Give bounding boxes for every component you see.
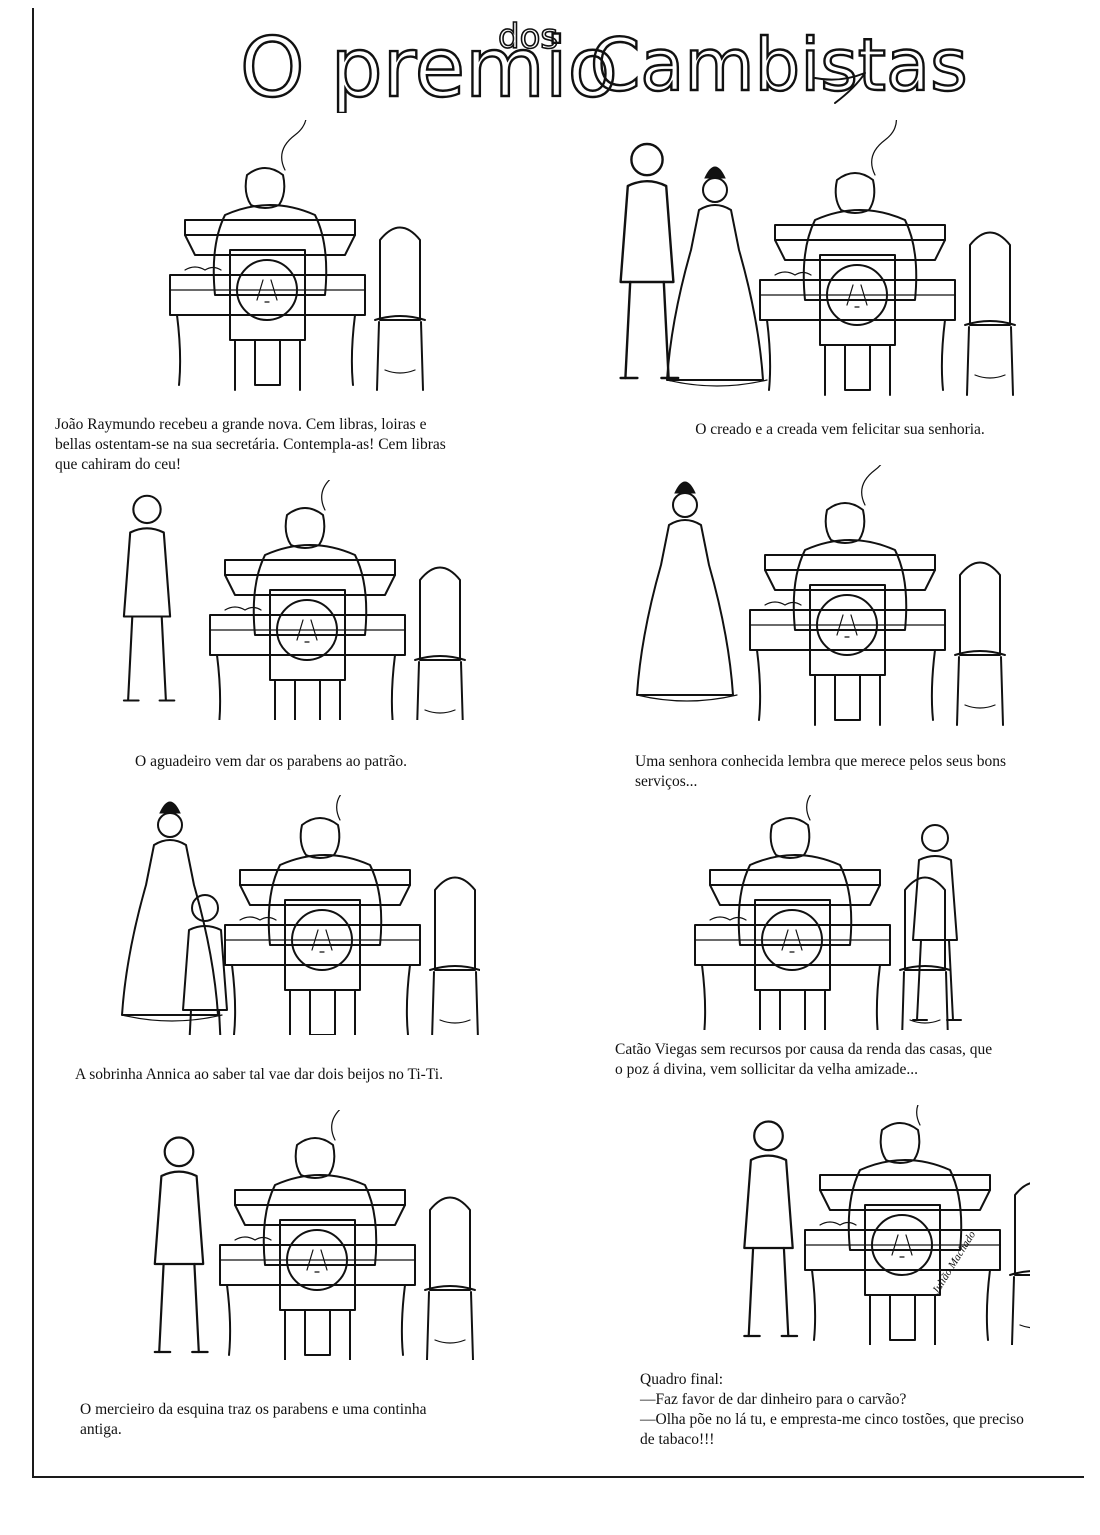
panel-3-caption: O aguadeiro vem dar os parabens ao patrã… [135, 752, 555, 772]
title-part3: Cambistas [590, 23, 968, 107]
panel-4-caption-line: serviços... [635, 773, 698, 790]
panel-6-illustration [694, 795, 962, 1030]
panel-4-caption: Uma senhora conhecida lembra que merece … [635, 752, 1075, 792]
panel-2-caption-line: O creado e a creada vem felicitar sua se… [695, 421, 985, 438]
panel-8-caption-line: —Faz favor de dar dinheiro para o carvão… [640, 1391, 907, 1408]
panel-4-caption-line: Uma senhora conhecida lembra que merece … [635, 753, 1007, 770]
panel-8-caption-line: Quadro final: [640, 1371, 724, 1388]
panel-3 [105, 480, 485, 720]
panel-5 [120, 795, 480, 1035]
page-frame [32, 8, 1084, 1478]
panel-3-illustration [122, 480, 466, 720]
page-title: O premio dos Cambistas [0, 8, 1100, 117]
panel-7-caption-line: O mercieiro da esquina traz os parabens … [80, 1401, 427, 1418]
panel-5-caption: A sobrinha Annica ao saber tal vae dar d… [75, 1065, 555, 1085]
panel-1-caption-line: João Raymundo recebeu a grande nova. Cem… [55, 416, 427, 433]
panel-8-caption-line: de tabaco!!! [640, 1431, 715, 1448]
panel-1 [135, 120, 435, 395]
panel-5-caption-line: A sobrinha Annica ao saber tal vae dar d… [75, 1066, 443, 1083]
panel-2-caption: O creado e a creada vem felicitar sua se… [600, 420, 1080, 440]
panel-1-caption-line: que cahiram do ceu! [55, 456, 182, 473]
panel-2-illustration [619, 120, 1016, 396]
panel-1-caption-line: bellas ostentam-se na sua secretária. Co… [55, 436, 446, 453]
panel-8 [730, 1105, 1030, 1345]
panel-4-illustration [636, 465, 1006, 726]
panel-6-caption-line: Catão Viegas sem recursos por causa da r… [615, 1041, 993, 1058]
panel-5-illustration [121, 795, 480, 1035]
title-part2: dos [498, 17, 558, 57]
panel-6 [680, 795, 1040, 1030]
panel-1-illustration [169, 120, 426, 391]
title-part1: O premio [240, 21, 618, 113]
panel-7-caption: O mercieiro da esquina traz os parabens … [80, 1400, 550, 1440]
panel-7-caption-line: antiga. [80, 1421, 122, 1438]
panel-1-caption: João Raymundo recebeu a grande nova. Cem… [55, 415, 525, 475]
panel-2 [605, 120, 1025, 400]
panel-8-caption-line: —Olha põe no lá tu, e empresta-me cinco … [640, 1411, 1024, 1428]
panel-7-illustration [153, 1110, 476, 1360]
panel-8-caption: Quadro final: —Faz favor de dar dinheiro… [640, 1370, 1080, 1450]
panel-3-caption-line: O aguadeiro vem dar os parabens ao patrã… [135, 753, 407, 770]
panel-8-illustration [743, 1105, 1030, 1345]
panel-4 [625, 465, 1025, 735]
panel-6-caption-line: o poz á divina, vem sollicitar da velha … [615, 1061, 918, 1078]
panel-7 [135, 1110, 480, 1360]
panel-6-caption: Catão Viegas sem recursos por causa da r… [615, 1040, 1085, 1080]
